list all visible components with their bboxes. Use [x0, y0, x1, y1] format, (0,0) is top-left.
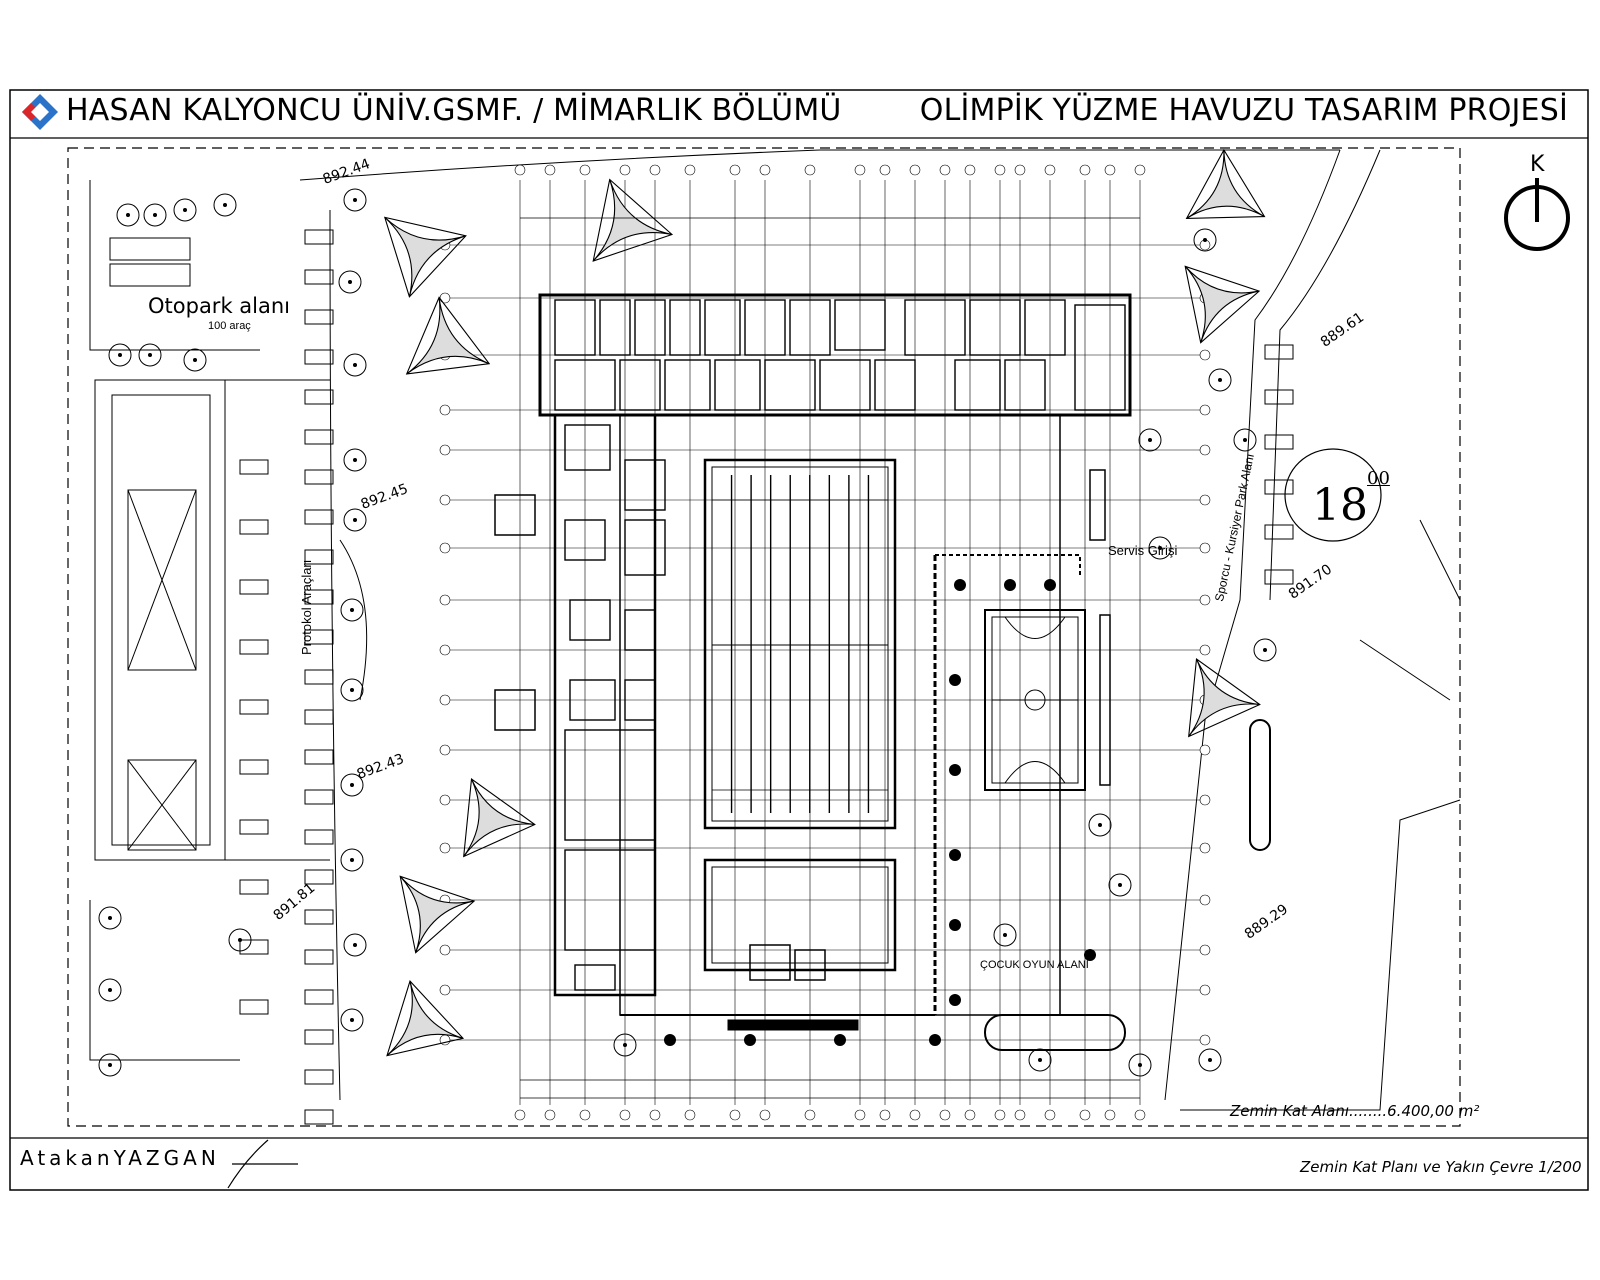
signature-mark: [227, 1139, 298, 1189]
landscape-star-trees: [383, 148, 1266, 1057]
landscape-trees: [98, 188, 1277, 1077]
header-left-title: HASAN KALYONCU ÜNİV.GSMF. / MİMARLIK BÖL…: [66, 93, 842, 128]
playground: [984, 719, 1271, 1051]
structural-grid: [439, 164, 1211, 1121]
parking-capacity: 100 araç: [208, 320, 251, 332]
floor-area: Zemin Kat Alanı........6.400,00 m²: [1230, 1102, 1480, 1120]
building-outline: [538, 293, 1132, 1031]
service-entrance-label: Servis Girişi: [1108, 543, 1178, 558]
protocol-label: Protokol Araçları: [299, 559, 314, 655]
entrance-stairs: [494, 469, 1106, 731]
olympic-pool: [703, 458, 897, 830]
elevation-value: 18: [1312, 480, 1368, 531]
elevation-circle: [1284, 448, 1382, 542]
sheet-title: Zemin Kat Planı ve Yakın Çevre 1/200: [1300, 1158, 1582, 1176]
sheet-frame: [9, 89, 1589, 1191]
header-right-title: OLİMPİK YÜZME HAVUZU TASARIM PROJESİ: [919, 93, 1568, 128]
parking-label: Otopark alanı: [148, 294, 290, 318]
warmup-pool: [703, 858, 897, 981]
site-boundary: [299, 149, 1461, 1111]
north-arrow-icon: [1504, 178, 1570, 251]
playground-label: ÇOCUK OYUN ALANI: [980, 959, 1089, 971]
hku-logo: [22, 94, 58, 130]
author-name: AtakanYAZGAN: [20, 1146, 220, 1170]
sports-court: [984, 609, 1111, 791]
north-label: K: [1530, 152, 1545, 177]
parking-lot: [89, 180, 330, 1061]
dimension-lines: [520, 217, 1140, 1099]
service-rooms: [554, 299, 1126, 991]
